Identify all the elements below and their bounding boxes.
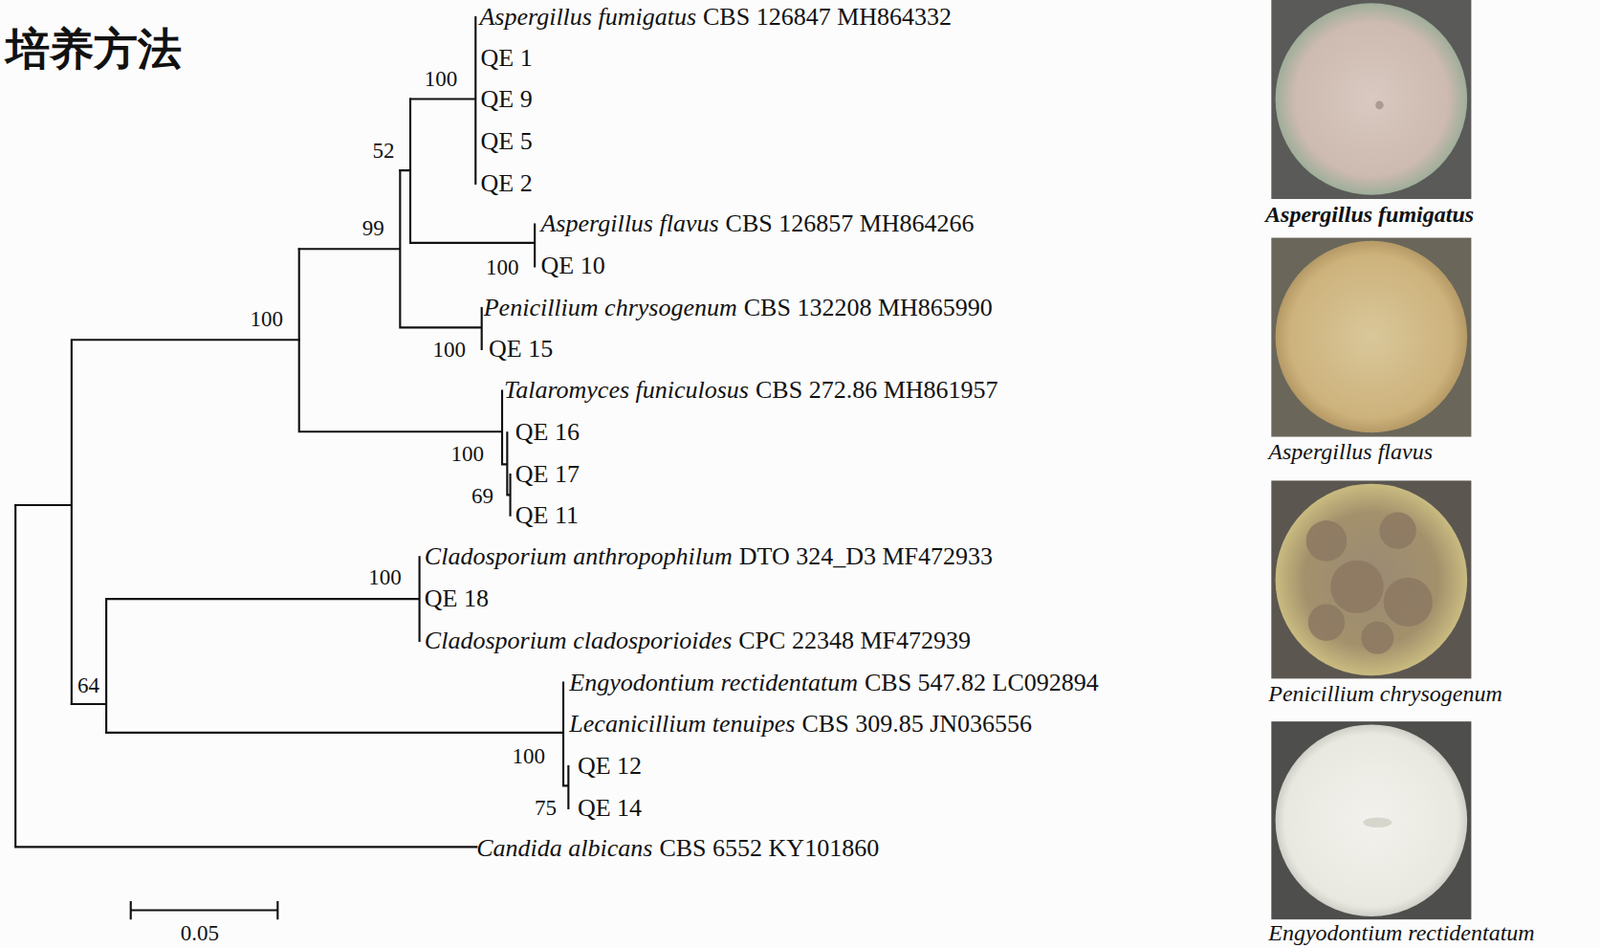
isolate-label: QE 10 (540, 252, 605, 281)
strain-id: CBS 126857 MH864266 (725, 210, 975, 239)
bootstrap-value: 75 (534, 795, 557, 820)
isolate-label: QE 11 (515, 502, 579, 530)
photo-caption: Engyodontium rectidentatum (1268, 920, 1535, 945)
photo-caption: Aspergillus fumigatus (1265, 201, 1474, 227)
strain-id: CBS 126847 MH864332 (702, 3, 952, 32)
photo-caption: Aspergillus flavus (1268, 438, 1433, 464)
title: 培养方法 (5, 24, 182, 74)
isolate-label: QE 1 (481, 44, 533, 73)
taxon-name: Aspergillus flavus (540, 210, 719, 239)
isolate-label: QE 2 (481, 170, 533, 198)
taxon-name: Cladosporium anthropophilum (424, 543, 733, 571)
bootstrap-value: 100 (512, 744, 547, 768)
bootstrap-value: 99 (362, 216, 385, 241)
bootstrap-value: 100 (485, 255, 520, 280)
strain-id: DTO 324_D3 MF472933 (739, 543, 993, 571)
bootstrap-value: 100 (368, 565, 402, 590)
bootstrap-value: 100 (451, 441, 485, 466)
bootstrap-value: 100 (432, 337, 466, 362)
isolate-label: QE 15 (488, 335, 553, 364)
strain-id: CPC 22348 MF472939 (738, 627, 971, 656)
taxon-name: Penicillium chrysogenum (483, 294, 738, 323)
taxon-name: Talaromyces funiculosus (504, 376, 749, 405)
isolate-label: QE 16 (515, 418, 580, 447)
scale-label: 0.05 (180, 920, 220, 945)
isolate-label: QE 9 (481, 86, 533, 114)
strain-id: CBS 6552 KY101860 (658, 834, 879, 863)
photo-caption: Penicillium chrysogenum (1268, 680, 1503, 706)
strain-id: CBS 309.85 JN036556 (801, 710, 1032, 739)
isolate-label: QE 14 (577, 794, 642, 823)
bootstrap-value: 100 (424, 66, 459, 91)
isolate-label: QE 18 (424, 585, 489, 614)
strain-id: CBS 272.86 MH861957 (755, 376, 999, 405)
bootstrap-value: 100 (249, 306, 284, 331)
taxon-name: Engyodontium rectidentatum (569, 669, 858, 698)
isolate-label: QE 17 (515, 460, 580, 489)
isolate-label: QE 5 (481, 128, 533, 156)
bootstrap-value: 69 (471, 483, 494, 508)
taxon-name: Aspergillus fumigatus (479, 3, 697, 32)
taxon-name: Lecanicillium tenuipes (569, 710, 795, 739)
strain-id: CBS 132208 MH865990 (744, 294, 993, 323)
bootstrap-value: 52 (372, 138, 395, 163)
isolate-label: QE 12 (577, 752, 642, 781)
bootstrap-value: 64 (77, 673, 100, 698)
taxon-name: Cladosporium cladosporioides (424, 627, 732, 656)
strain-id: CBS 547.82 LC092894 (864, 669, 1099, 698)
taxon-name: Candida albicans (476, 834, 653, 863)
